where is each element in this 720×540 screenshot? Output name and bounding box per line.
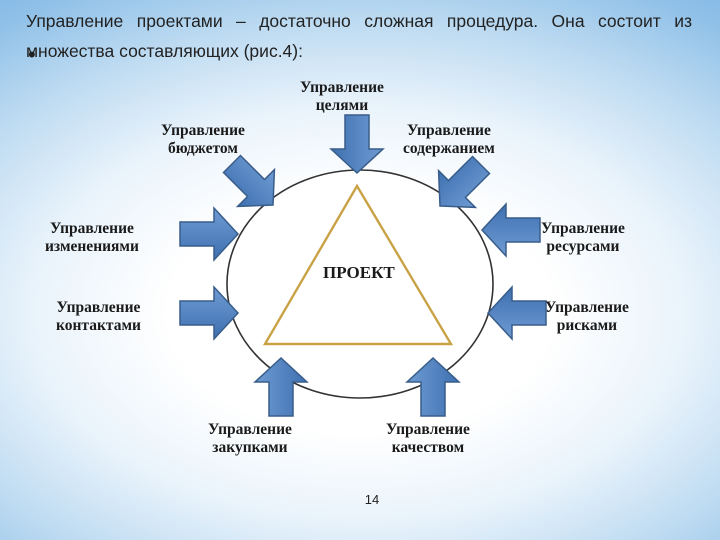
label-procurement: Управление закупками [208,421,292,456]
intro-bullet: • [28,42,36,67]
label-quality: Управление качеством [386,421,470,456]
arrow-budget [222,154,276,208]
arrow-resources [480,202,541,258]
project-triangle [262,183,454,346]
label-goals: Управление целями [300,79,384,114]
label-budget: Управление бюджетом [161,122,245,157]
project-label: ПРОЕКТ [323,263,395,282]
arrow-contacts [179,285,240,341]
arrow-content [437,155,491,209]
page-number: 14 [364,492,380,507]
intro-paragraph: Управление проектами – достаточно сложна… [26,11,692,61]
arrow-quality [405,356,461,417]
arrow-changes [179,206,240,262]
label-resources: Управление ресурсами [541,220,625,255]
arrow-procurement [253,356,309,417]
label-contacts: Управление контактами [56,299,141,334]
label-risks: Управление рисками [545,299,629,334]
arrow-risks [486,285,547,341]
label-content: Управление содержанием [403,122,495,157]
arrow-goals [329,114,385,175]
label-changes: Управление изменениями [45,220,139,255]
